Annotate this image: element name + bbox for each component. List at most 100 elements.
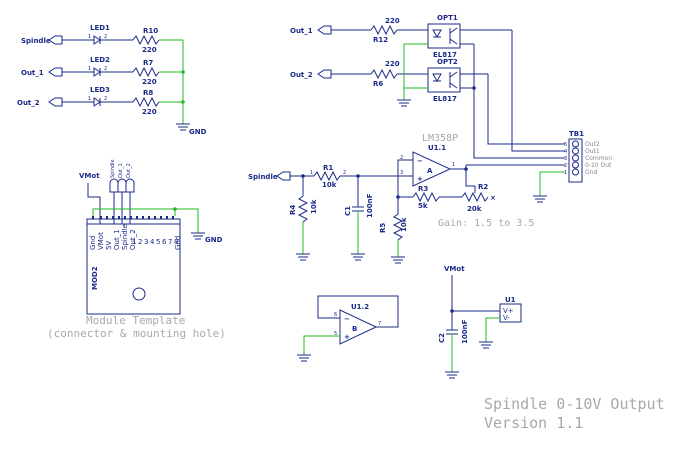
- module-caption-2: (connector & mounting hole): [47, 327, 226, 340]
- r12-symbol: [370, 24, 398, 36]
- svg-text:7: 7: [168, 238, 172, 246]
- svg-text:1: 1: [132, 238, 136, 246]
- led2-symbol: [93, 67, 133, 77]
- opto-section: Out_1 220 R12 OPT1 EL817 Out_2 220 R6: [290, 14, 565, 159]
- gain-label: Gain: 1.5 to 3.5: [438, 218, 534, 229]
- r6-symbol: [370, 68, 398, 80]
- u1-vminus: V-: [503, 314, 510, 322]
- u1-label: U1: [505, 296, 516, 304]
- r1-value: 10k: [322, 181, 337, 189]
- power-section: VMot C2 100nF U1 V+ V-: [438, 265, 522, 379]
- r12-value: 220: [385, 17, 400, 25]
- svg-text:2: 2: [343, 170, 346, 176]
- r8-symbol: [132, 96, 160, 108]
- svg-text:1: 1: [88, 66, 91, 72]
- svg-text:2: 2: [104, 96, 107, 102]
- opto-out1-port: [317, 25, 332, 35]
- r7-label: R7: [143, 59, 153, 67]
- mounting-hole: [132, 287, 146, 301]
- svg-text:4: 4: [150, 238, 155, 246]
- out2-port: [48, 97, 63, 107]
- r4-ground-symbol: [296, 253, 310, 261]
- r7-symbol: [132, 66, 160, 78]
- u1-2-label: U1.2: [351, 303, 369, 311]
- svg-text:−: −: [417, 157, 423, 165]
- opamp-b-symbol: [339, 309, 378, 345]
- c1-value: 100nF: [366, 193, 374, 218]
- svg-text:1: 1: [452, 162, 455, 168]
- gnd-label-module: GND: [205, 236, 223, 244]
- svg-text:2: 2: [104, 66, 107, 72]
- u1-power-block: [499, 303, 522, 323]
- svg-text:2: 2: [564, 163, 567, 169]
- led1-symbol: [85, 35, 133, 45]
- opt2-symbol: [427, 67, 461, 93]
- svg-text:5V: 5V: [105, 241, 113, 250]
- opto-out2-label: Out_2: [290, 71, 313, 79]
- r3-value: 5k: [418, 202, 428, 210]
- r5-value: 10k: [400, 217, 408, 232]
- r6-label: R6: [373, 80, 383, 88]
- r1-label: R1: [323, 164, 333, 172]
- svg-text:2: 2: [104, 34, 107, 40]
- tb1-gnd: Gnd: [585, 169, 597, 176]
- svg-text:Spindle: Spindle: [121, 224, 129, 250]
- r3-symbol: [412, 191, 440, 203]
- lm358p-label: LM358P: [422, 133, 458, 144]
- svg-text:2: 2: [400, 155, 403, 161]
- svg-text:7: 7: [378, 321, 381, 327]
- opt1-symbol: [427, 23, 461, 49]
- r5-ground-symbol: [391, 256, 405, 264]
- svg-text:4: 4: [564, 149, 567, 155]
- r10-value: 220: [142, 46, 157, 54]
- opamp-spindle-label: Spindle: [248, 173, 278, 181]
- svg-text:6: 6: [334, 312, 337, 318]
- r10-symbol: [132, 34, 160, 46]
- u1-ground-symbol: [479, 341, 493, 349]
- spindle-port-label: Spindle: [21, 37, 51, 45]
- opt1-label: OPT1: [437, 14, 458, 22]
- svg-text:3: 3: [144, 238, 148, 246]
- opamp-spindle-port: [276, 171, 291, 181]
- svg-text:3: 3: [400, 170, 403, 176]
- ground-symbol: [176, 123, 190, 131]
- tb1-out1: Out1: [585, 148, 600, 155]
- opt2-value: EL817: [433, 95, 457, 103]
- led2-label: LED2: [90, 56, 110, 64]
- led1-label: LED1: [90, 24, 110, 32]
- r7-value: 220: [142, 78, 157, 86]
- opamp-a-unit: A: [427, 167, 433, 175]
- svg-text:3: 3: [564, 156, 567, 162]
- module-ref: MOD2: [91, 266, 99, 290]
- svg-text:Gnd: Gnd: [89, 236, 97, 250]
- svg-text:−: −: [344, 315, 350, 323]
- opamp-b-ground-symbol: [297, 354, 311, 362]
- module-wire-spindle: Spindle: [110, 159, 116, 178]
- led3-symbol: [93, 97, 133, 107]
- tb-ground-symbol: [533, 195, 547, 203]
- tb1-0-10-out: 0-10 Out: [585, 162, 612, 169]
- vmot-label-power: VMot: [444, 265, 465, 273]
- module-caption-1: Module Template: [86, 314, 185, 327]
- gnd-label-top: GND: [189, 128, 207, 136]
- opamp-b-section: U1.2 B − + 675: [297, 295, 399, 362]
- svg-text:1: 1: [310, 170, 313, 176]
- opto-out2-port: [317, 69, 332, 79]
- title-line-1: Spindle 0-10V Output: [484, 395, 665, 413]
- r1-symbol: [313, 170, 341, 182]
- tb1-label: TB1: [569, 130, 584, 138]
- c2-ground-symbol: [445, 371, 459, 379]
- out1-port: [48, 67, 63, 77]
- tb1-common: Common: [585, 155, 612, 162]
- svg-text:+: +: [417, 175, 423, 183]
- module-pin-labels: Gnd VMot 5V Out_1 Spindle Out_2 1 2 3 4 …: [89, 224, 182, 250]
- u1-vplus: V+: [503, 307, 514, 315]
- r5-label: R5: [379, 223, 387, 233]
- module-wire-out2: Out_2: [126, 163, 132, 178]
- opto-ground-symbol: [397, 99, 411, 107]
- r8-label: R8: [143, 89, 153, 97]
- svg-text:8: 8: [174, 238, 178, 246]
- svg-text:5: 5: [564, 142, 567, 148]
